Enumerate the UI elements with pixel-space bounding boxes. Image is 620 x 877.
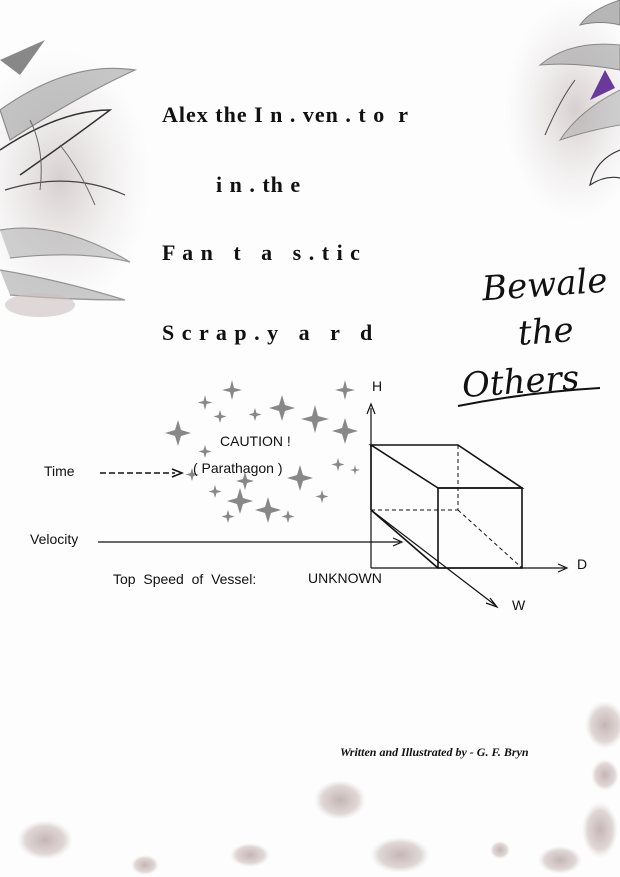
ink-splats <box>17 701 620 875</box>
top-speed-label: Top Speed of Vessel: <box>113 571 257 587</box>
axis-d-label: D <box>577 556 588 572</box>
caution-label: CAUTION ! <box>220 433 291 449</box>
top-speed-value: UNKNOWN <box>308 570 382 586</box>
vessel-box <box>368 444 525 569</box>
parathagon-label: ( Parathagon ) <box>193 460 283 476</box>
axis-w-label: W <box>512 597 526 613</box>
time-arrow <box>100 468 185 478</box>
claw-left-illustration <box>0 40 150 317</box>
sparkle-cluster <box>165 380 360 523</box>
title-line-2: i n . th e <box>216 172 302 197</box>
claw-right-illustration <box>505 0 620 220</box>
title-line-1: Alex the I n . ven . t o r <box>162 102 409 127</box>
title-line-4: S c r a p . y a r d <box>162 320 374 345</box>
velocity-arrow <box>98 537 404 547</box>
time-label: Time <box>44 463 75 479</box>
axis-h-label: H <box>372 378 383 394</box>
title-line-3: F a n t a s . t i c <box>162 240 361 265</box>
axes <box>366 402 569 609</box>
author-credit: Written and Illustrated by - G. F. Bryn <box>340 745 529 759</box>
velocity-label: Velocity <box>30 531 79 547</box>
